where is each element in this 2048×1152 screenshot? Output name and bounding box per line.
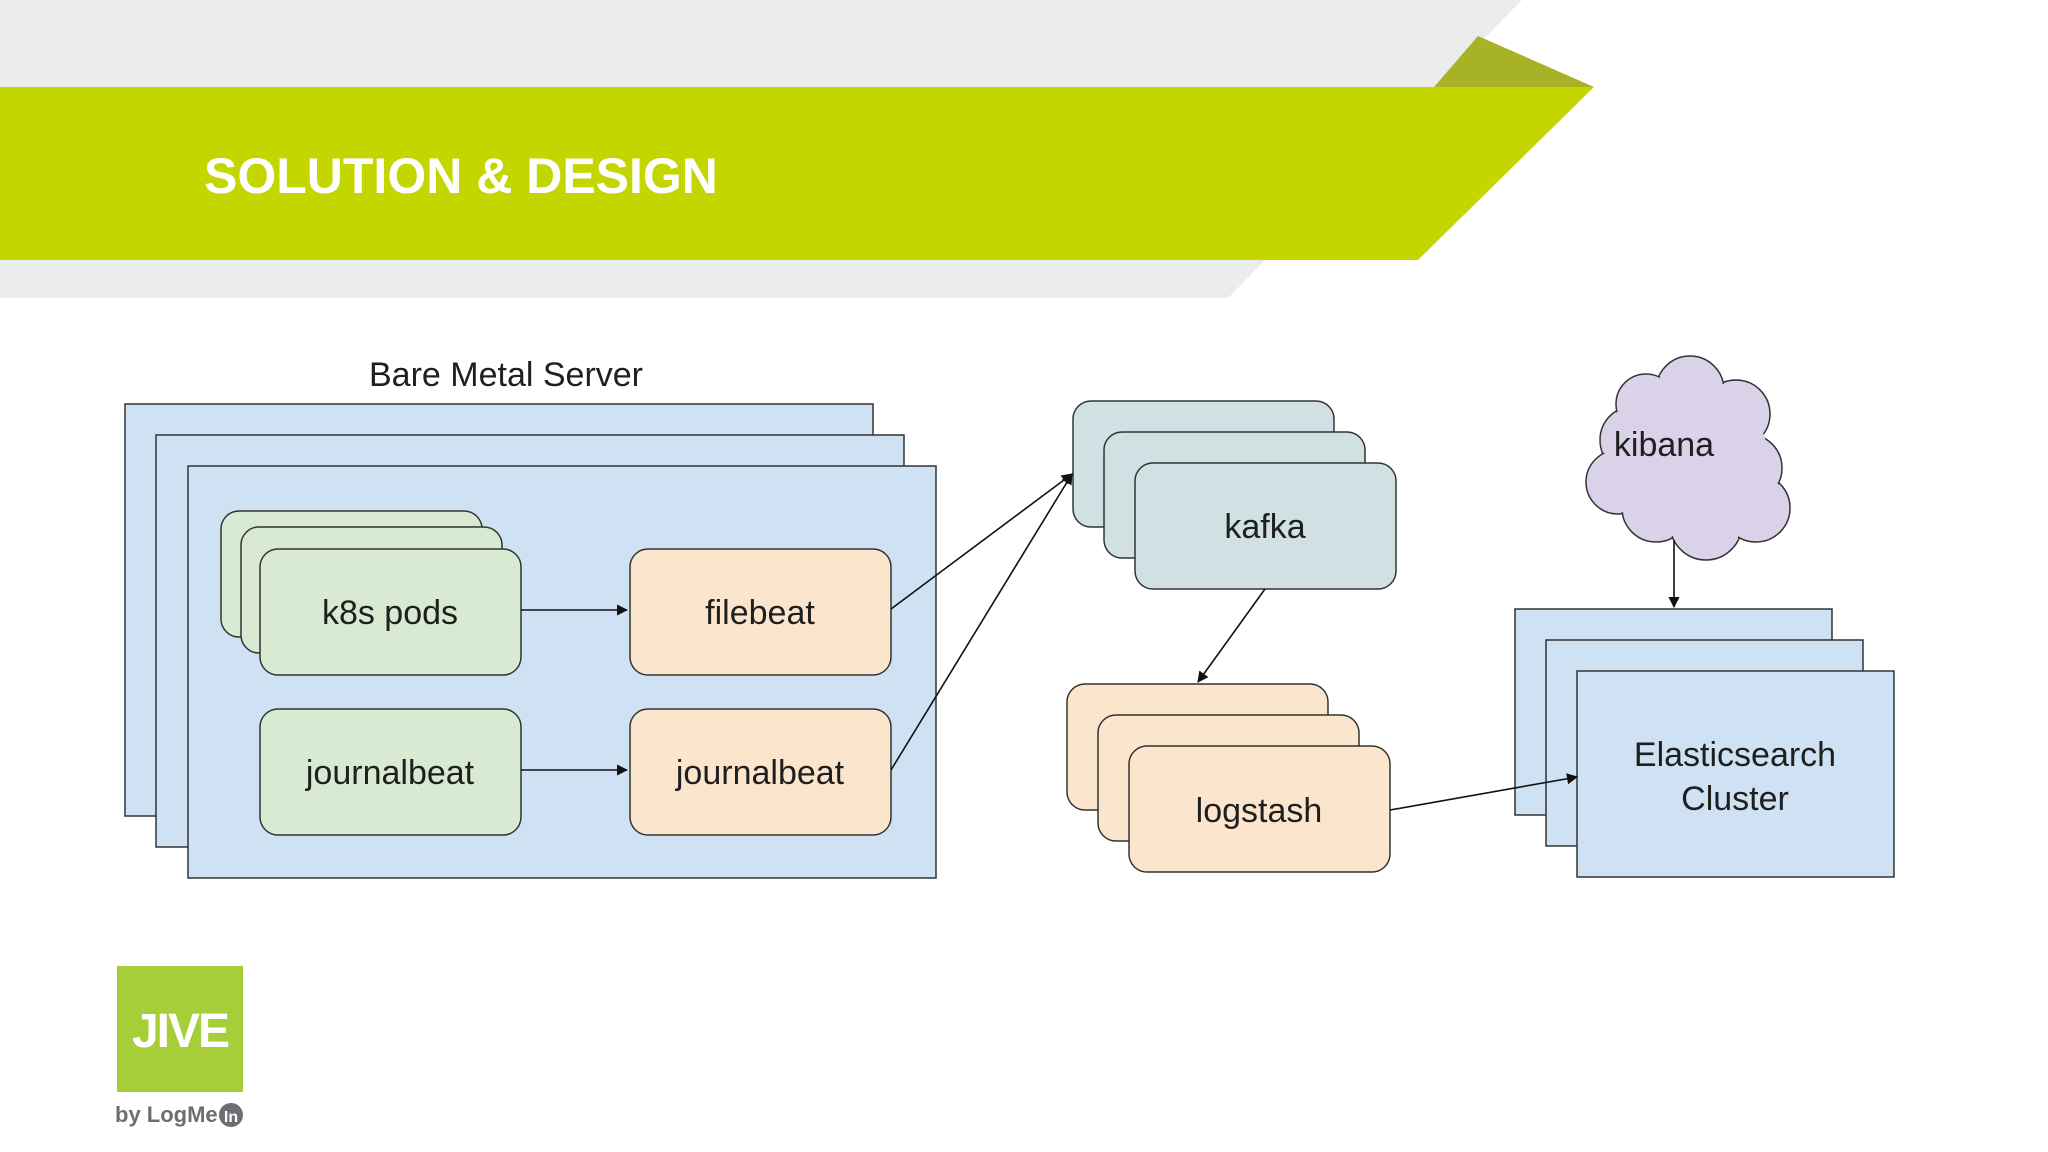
elasticsearch-group: Elasticsearch Cluster	[1514, 608, 1895, 878]
banner-shadow-triangle	[1434, 36, 1594, 87]
server-group-label: Bare Metal Server	[369, 356, 643, 394]
arrow-logstash-to-elasticsearch	[1389, 773, 1579, 811]
kafka-group: kafka	[1072, 400, 1397, 590]
elasticsearch-label-line1: Elasticsearch	[1634, 736, 1836, 774]
logstash-label: logstash	[1196, 792, 1323, 830]
header-banner: SOLUTION & DESIGN	[0, 0, 1594, 298]
logo-tagline: by LogMe	[115, 1102, 218, 1127]
k8s-pods-node	[259, 548, 522, 676]
arrow-journalbeat-to-kafka	[890, 473, 1073, 771]
logo-badge	[117, 966, 243, 1092]
connectors	[521, 473, 1680, 811]
arrow-filebeat-to-kafka	[890, 473, 1073, 610]
kibana-cloud-fill	[1587, 357, 1789, 559]
elasticsearch-node	[1576, 670, 1895, 878]
k8s-pods-label: k8s pods	[322, 594, 458, 632]
elasticsearch-label-line2: Cluster	[1681, 780, 1789, 818]
arrow-kafka-to-logstash	[1197, 588, 1266, 683]
logstash-node	[1128, 745, 1391, 873]
kibana-group: kibana	[1585, 355, 1791, 561]
journalbeat-source-label: journalbeat	[305, 754, 475, 792]
banner-green-band	[0, 87, 1594, 260]
journalbeat-source-node	[259, 708, 522, 836]
logo-tagline-badge-circle	[219, 1103, 243, 1127]
company-logo: JIVE by LogMe In	[115, 966, 243, 1127]
logo-brand: JIVE	[132, 1005, 229, 1058]
bare-metal-server-group: Bare Metal Server k8s pods journalbeat f…	[124, 356, 937, 879]
journalbeat-shipper-label: journalbeat	[675, 754, 845, 792]
filebeat-label: filebeat	[705, 594, 815, 632]
kafka-node	[1134, 462, 1397, 590]
page-title: SOLUTION & DESIGN	[204, 148, 718, 204]
logo-tagline-badge: In	[224, 1109, 238, 1126]
logstash-group: logstash	[1066, 683, 1391, 873]
kibana-label: kibana	[1614, 426, 1714, 464]
journalbeat-shipper-node	[629, 708, 892, 836]
kafka-label: kafka	[1224, 508, 1305, 546]
filebeat-node	[629, 548, 892, 676]
